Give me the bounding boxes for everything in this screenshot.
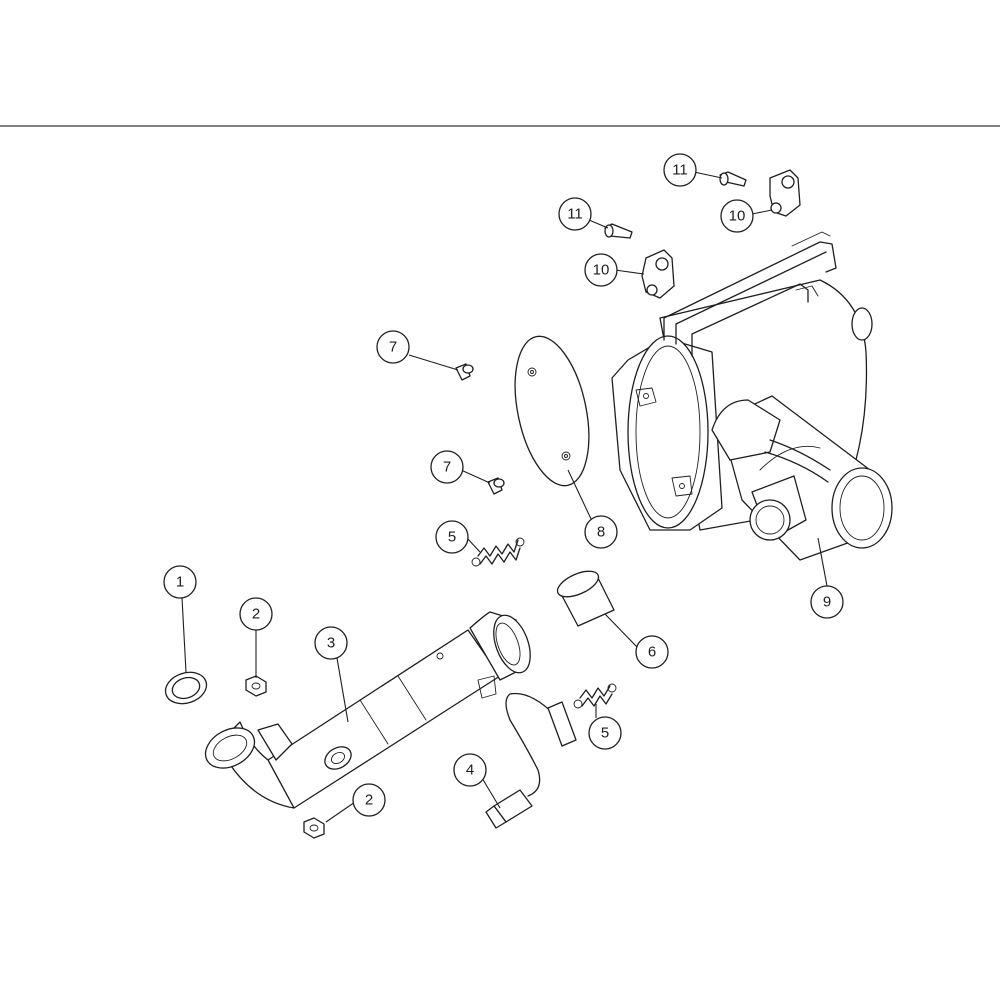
callout-11-lower: 11 [558,197,592,231]
callout-4-label: 4 [466,762,474,779]
callout-6-label: 6 [648,644,656,661]
part-7-bolt-lower [487,477,505,495]
part-7-bolt-upper [455,363,474,381]
callout-9-label: 9 [823,594,831,611]
callout-5-lower-label: 5 [601,725,609,742]
callout-1: 1 [163,565,197,599]
callout-3-label: 3 [327,635,335,652]
callout-11-upper: 11 [663,153,697,187]
callout-10-lower: 10 [584,253,618,287]
callout-1-label: 1 [176,574,184,591]
callout-11-lower-label: 11 [567,206,583,223]
part-10-bracket-upper [769,169,801,217]
callout-10-upper-label: 10 [729,208,746,225]
part-3-exhaust-pipe [204,611,531,809]
callout-2-lower: 2 [352,783,386,817]
part-2-nut-lower [303,817,325,839]
callout-8: 8 [584,515,618,549]
callout-8-label: 8 [597,524,605,541]
part-5-spring-upper [471,537,525,567]
callout-10-lower-label: 10 [593,262,610,279]
callout-4: 4 [453,753,487,787]
leader-lines [181,171,828,823]
callout-5-upper-label: 5 [448,529,456,546]
part-6-sleeve [556,570,615,627]
part-5-spring-lower [573,683,617,709]
callout-10-upper: 10 [720,199,754,233]
callout-3: 3 [314,626,348,660]
callout-5-upper: 5 [435,520,469,554]
callout-5-lower: 5 [588,716,622,750]
callout-2-upper-label: 2 [252,606,260,623]
part-4-sensor [485,692,577,829]
part-1-ring-gasket [164,671,208,705]
callout-7-upper-label: 7 [389,339,397,356]
part-10-bracket-lower [641,249,675,299]
part-2-nut-upper [245,675,267,697]
part-8-end-plate [514,335,590,487]
callout-9: 9 [810,585,844,619]
callout-6: 6 [635,635,669,669]
callout-2-lower-label: 2 [365,792,373,809]
part-11-bolt-lower [604,223,633,239]
part-9-muffler [611,231,893,561]
callout-11-upper-label: 11 [672,162,688,179]
callout-7-upper: 7 [376,330,410,364]
part-11-bolt-upper [719,171,747,187]
callout-7-lower: 7 [430,450,464,484]
callout-2-upper: 2 [239,597,273,631]
callout-7-lower-label: 7 [443,459,451,476]
